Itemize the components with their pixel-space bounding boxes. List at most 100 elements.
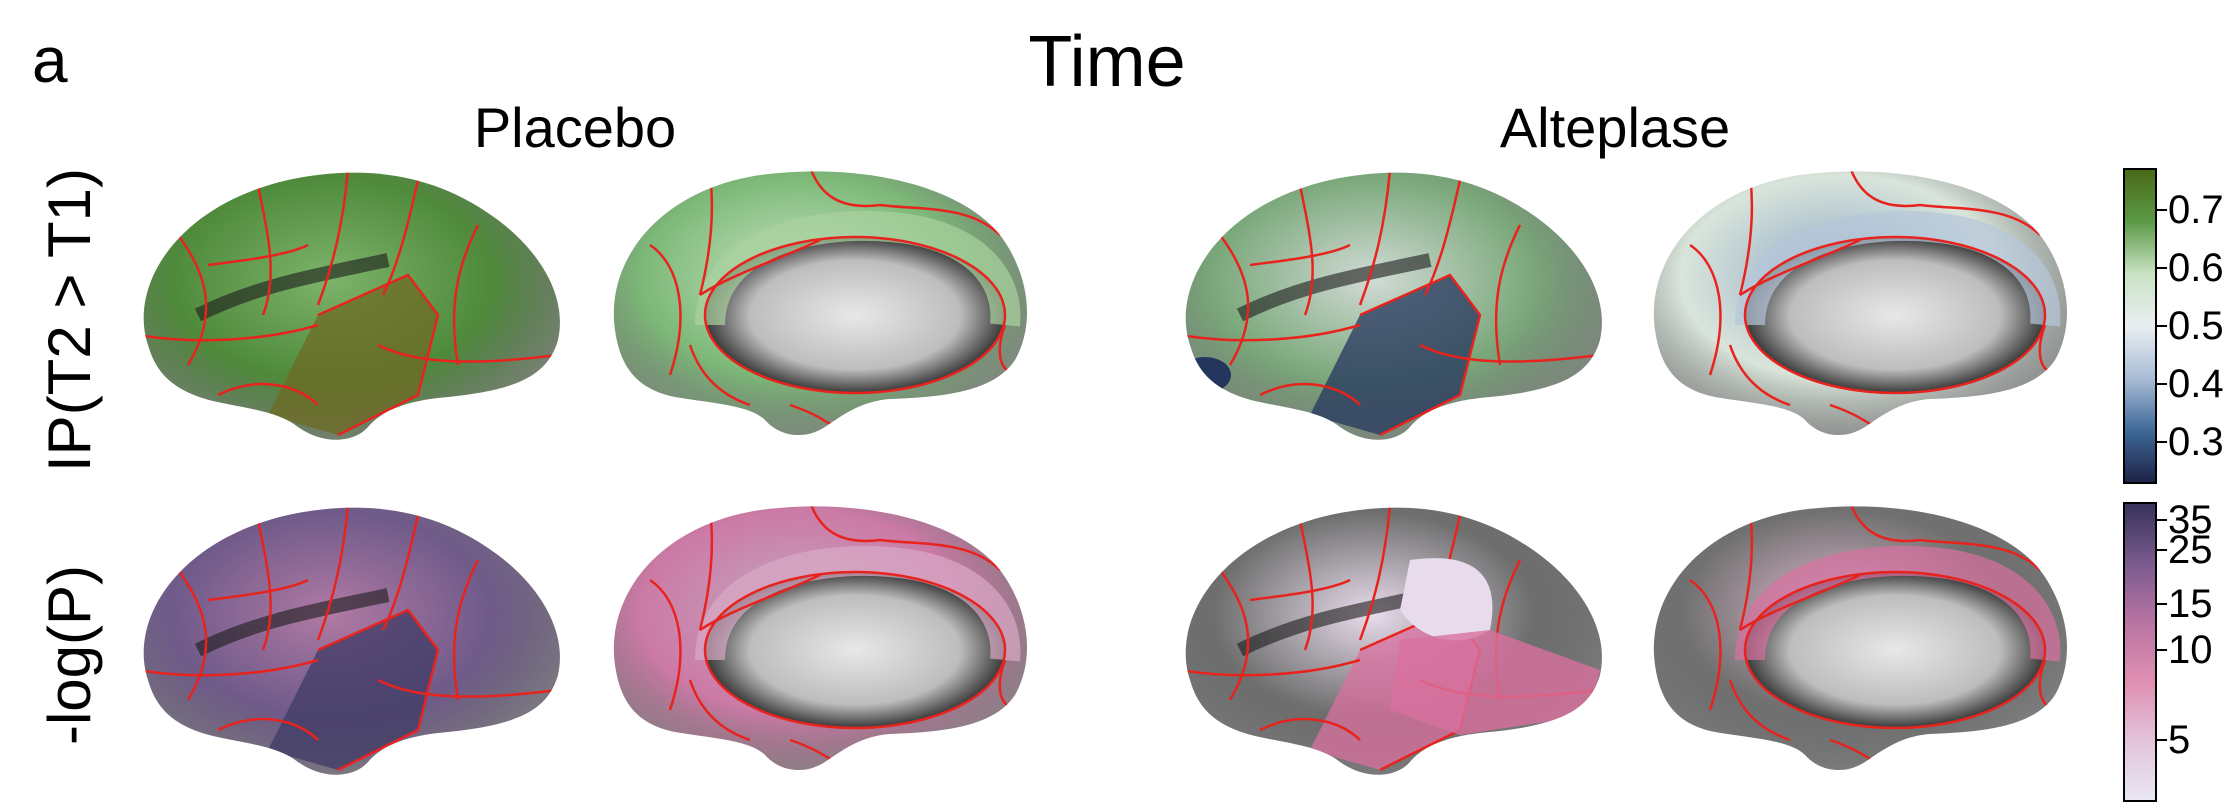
parcel-boundary [1249,243,1351,267]
temporal-region [268,275,438,435]
parcel-boundary [1739,573,1861,632]
parcel-boundary [1728,344,1791,407]
parcel-boundary [1185,323,1361,342]
parcel-boundary [1298,519,1314,651]
parcel-boundary [699,573,821,632]
colorbar-logp-tick-label: 35 [2168,498,2213,542]
parcel-boundary [879,203,1001,236]
parcel-boundary [256,519,272,651]
parcel-boundary [1919,203,2041,236]
parcel-boundary [1689,243,1722,376]
temporal-region [1390,630,1600,735]
brain-logp-placebo-lateral [143,507,560,775]
parcel-boundary [1739,238,1861,297]
parcel-boundary [317,273,440,437]
temporal-region [1310,275,1480,435]
parcel-boundary [703,235,1007,395]
parcel-boundary [1848,506,1921,543]
parcel-boundary [1919,538,2041,571]
parcel-boundary [377,343,559,363]
colorbar-ip-tick-label: 0.6 [2168,246,2224,290]
sylvian-fissure [194,588,390,657]
parcel-boundary [1259,717,1361,741]
parcel-boundary [699,238,821,297]
row-label-ip: IP(T2 > T1) [36,168,103,472]
parcel-boundary [1738,174,1754,296]
row-label-logp: -log(P) [36,564,103,746]
colorbar-ip [2123,168,2157,484]
parcel-boundary [316,172,350,306]
parcel-boundary [452,224,480,366]
brain-logp-placebo-medial [613,506,1028,771]
parcel-boundary [1249,578,1351,602]
colorbar-logp-tick-mark [2157,519,2167,521]
colorbar-ip-tick-label: 0.3 [2168,420,2224,464]
colorbar-ip-tick-label: 0.4 [2168,362,2224,406]
parcel-boundary [1743,235,2047,395]
medial-wall [1745,237,2045,393]
colorbar-ip-tick-mark [2157,325,2167,327]
parcel-boundary [698,174,714,296]
colorbar-logp-tick-label: 10 [2168,628,2213,672]
parcel-boundary [256,184,272,316]
parcel-boundary [879,538,1001,571]
parcel-boundary [1728,679,1791,742]
column-title-alteplase: Alteplase [1499,96,1731,159]
low-value-region [1185,357,1231,393]
parcel-boundary [1358,172,1392,306]
colorbar-logp [2123,502,2157,802]
colorbar-logp-tick-mark [2157,603,2167,605]
brain-ip-placebo-lateral [143,172,560,440]
column-title-placebo: Placebo [473,96,677,159]
medial-wall [1745,572,2045,728]
main-title: Time [1028,22,1186,102]
parcel-boundary [688,679,751,742]
parcel-boundary [316,507,350,641]
brain-ip-alteplase-lateral [1185,172,1602,440]
colorbar-ip-tick-label: 0.5 [2168,304,2224,348]
sylvian-fissure [1236,253,1432,322]
parcel-boundary [1298,184,1314,316]
parcel-boundary [176,569,208,701]
parcel-boundary [143,658,319,677]
parcel-boundary [377,678,559,698]
brain-ip-placebo-medial [613,171,1028,436]
parcel-boundary [698,509,714,631]
medial-wall [705,237,1005,393]
parcel-boundary [1738,509,1754,631]
colorbar-logp-tick-label: 15 [2168,582,2213,626]
colorbar-logp-tick-mark [2157,739,2167,741]
parcel-boundary [176,234,208,366]
parcel-boundary [1218,234,1250,366]
parcel-boundary [1494,224,1522,366]
colorbar-logp-tick-mark [2157,649,2167,651]
parcel-boundary [217,717,319,741]
colorbar-logp-tick-label: 25 [2168,528,2213,572]
high-value-region [1400,558,1493,641]
parcel-boundary [808,171,881,208]
parcel-boundary [1419,343,1601,363]
parcel-boundary [207,578,309,602]
parcel-boundary [1185,658,1361,677]
colorbar-logp-tick-mark [2157,549,2167,551]
parcel-boundary [649,578,682,711]
medial-wall [705,572,1005,728]
parcel-boundary [207,243,309,267]
temporal-region [268,610,438,770]
parcel-boundary [1689,578,1722,711]
brain-logp-alteplase-lateral [1185,507,1602,775]
parcel-boundary [649,243,682,376]
sylvian-fissure [194,253,390,322]
brain-ip-alteplase-medial [1653,171,2068,436]
parcel-boundary [703,570,1007,730]
colorbar-logp-tick-label: 5 [2168,718,2191,762]
parcel-boundary [217,382,319,406]
parcel-boundary [1359,273,1482,437]
parcel-boundary [317,608,440,772]
parcel-boundary [1358,507,1392,641]
parcel-boundary [1218,569,1250,701]
parcel-boundary [688,344,751,407]
parcel-boundary [1743,570,2047,730]
colorbar-ip-tick-mark [2157,267,2167,269]
parcel-boundary [1848,171,1921,208]
